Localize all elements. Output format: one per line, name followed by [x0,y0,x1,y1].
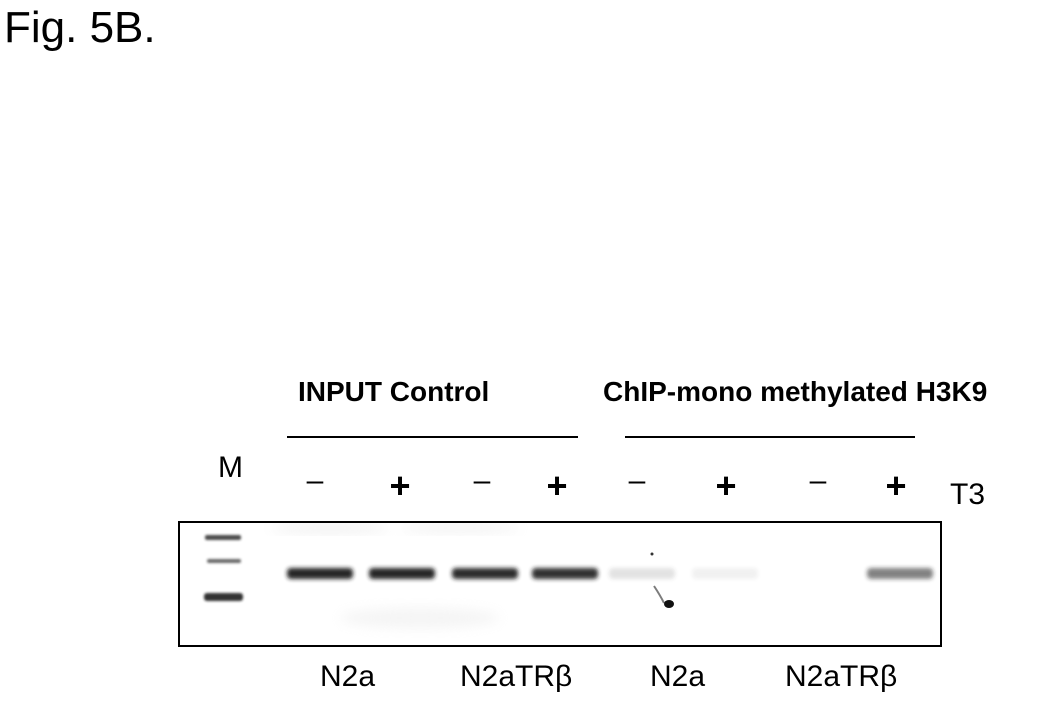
lane-3-treatment: – [473,464,491,497]
group-line-chip [625,436,915,438]
treatment-label-t3: T3 [950,478,986,511]
cell-label-n2atrb-input: N2aTRβ [460,660,573,693]
lane-8-treatment: + [885,465,907,506]
lane-5-treatment: – [628,464,646,497]
lane-5-band [609,568,675,579]
marker-lane-label: M [218,451,243,484]
lane-2-treatment: + [389,465,411,506]
gel-speck [664,600,674,608]
lane-6-treatment: + [715,465,737,506]
marker-band-top [205,535,241,540]
cell-label-n2a-chip: N2a [650,660,706,693]
gel-svg [204,524,933,628]
group-label-chip: ChIP-mono methylated H3K9 [603,376,988,407]
lane-8-band [867,568,933,579]
lane-4-treatment: + [546,465,568,506]
lane-6-band [692,568,758,579]
marker-band-bottom [204,593,243,601]
gel-smudge [340,608,500,628]
gel-smudge [270,524,390,532]
lane-3-band [452,568,518,579]
cell-label-n2a-input: N2a [320,660,376,693]
group-label-input-control: INPUT Control [298,376,490,407]
marker-band-middle [207,559,241,563]
lane-bands [287,568,933,579]
figure-title: Fig. 5B. [4,3,156,52]
gel-speck [650,552,654,556]
lane-7-treatment: – [809,464,827,497]
group-line-input-control [287,436,578,438]
lane-4-band [532,568,598,579]
gel-smudge [400,524,520,532]
lane-1-treatment: – [306,464,324,497]
gel-streak [653,585,665,604]
lane-2-band [369,568,435,579]
cell-label-n2atrb-chip: N2aTRβ [785,660,898,693]
lane-1-band [287,568,353,579]
gel-image [178,521,942,647]
